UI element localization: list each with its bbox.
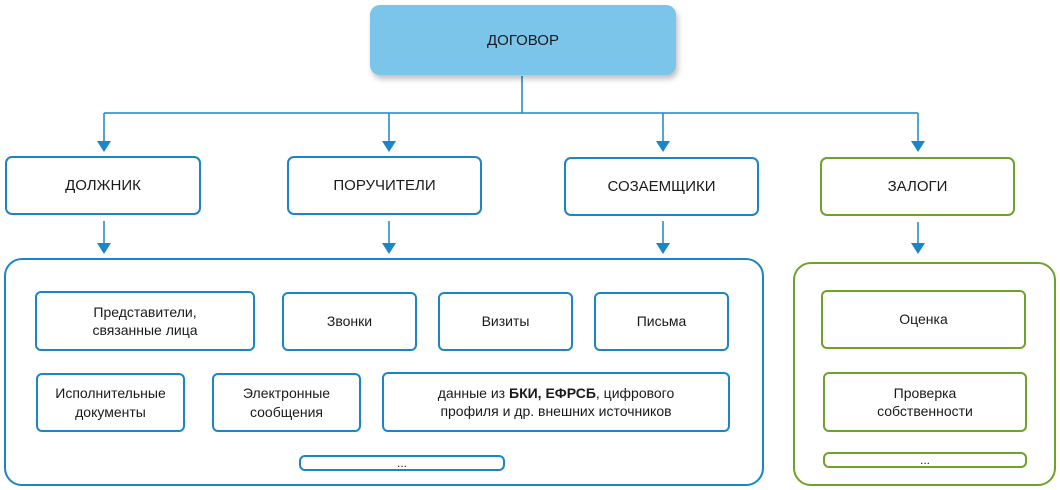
node-label: ДОЛЖНИК [65,177,141,194]
item-more-persons: ... [299,455,505,471]
item-more-collateral: ... [823,452,1027,468]
item-line: профиля и др. внешних источников [440,403,672,419]
item-line: , цифрового [595,384,675,401]
item-line: Исполнительные [55,385,166,402]
root-label: ДОГОВОР [487,31,559,49]
arrow-down-icon [911,243,925,254]
arrow-down-icon [97,243,111,254]
item-representatives: Представители, связанные лица [35,291,255,351]
separator: , [537,384,546,401]
ellipsis: ... [396,456,407,470]
node-label: СОЗАЕМЩИКИ [607,178,716,195]
ellipsis: ... [919,453,930,467]
node-coborrowers: СОЗАЕМЩИКИ [564,157,759,216]
arrow-down-icon [911,141,925,152]
item-ownership-check: Проверка собственности [823,372,1027,432]
arrow-down-icon [656,141,670,152]
item-line: данные из [437,384,509,401]
item-valuation: Оценка [821,290,1026,349]
item-visits: Визиты [438,292,573,351]
arrow-down-icon [97,141,111,152]
bki-label: БКИ [509,384,538,401]
item-line: Звонки [326,313,373,330]
item-calls: Звонки [282,292,417,351]
item-line: Письма [636,313,687,330]
item-line: Электронные [242,385,331,402]
node-guarantors: ПОРУЧИТЕЛИ [287,156,482,215]
item-line: документы [75,403,146,420]
item-line: связанные лица [92,322,198,338]
item-letters: Письма [594,292,729,351]
node-debtor: ДОЛЖНИК [5,156,201,215]
arrow-down-icon [382,141,396,152]
item-line: Оценка [899,311,948,328]
node-label: ЗАЛОГИ [887,178,948,195]
arrow-down-icon [382,243,396,254]
node-collateral: ЗАЛОГИ [820,157,1015,216]
node-label: ПОРУЧИТЕЛИ [333,177,436,194]
item-line: Представители, [93,303,197,320]
efrsb-label: ЕФРСБ [545,384,596,401]
item-line: сообщения [249,403,323,420]
item-external-sources: данные из БКИ, ЕФРСБ, цифрового профиля … [382,372,730,432]
item-line: собственности [877,403,973,419]
item-line: Проверка [893,384,957,401]
item-line: Визиты [481,313,530,330]
arrow-down-icon [656,243,670,254]
root-node-contract: ДОГОВОР [370,5,676,75]
